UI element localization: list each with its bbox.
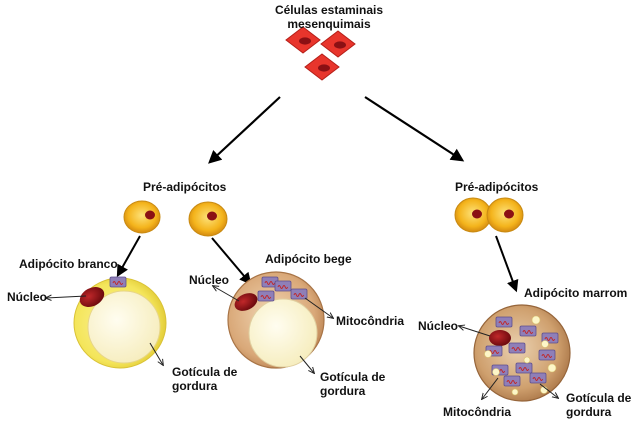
right-preadipocytes-label: Pré-adipócitos: [455, 180, 539, 194]
beige-droplet-label: Gotícula de gordura: [320, 370, 386, 398]
white-adipocyte-label: Adipócito branco: [19, 257, 118, 271]
mitochondrion: [519, 325, 537, 337]
white-droplet-label: Gotícula de gordura: [172, 365, 238, 393]
arrow-to-left-preadipocytes: [208, 96, 281, 164]
right-preadipocytes: [454, 197, 524, 233]
mitochondrion: [109, 276, 127, 288]
mitochondrion: [257, 290, 275, 302]
left-preadipocytes: [123, 200, 228, 237]
mitochondrion: [529, 372, 547, 384]
brown-nucleus-label: Núcleo: [418, 319, 459, 333]
mitochondrion: [508, 342, 526, 354]
mitochondrion: [495, 316, 513, 328]
arrow-to-white-adipocyte: [116, 235, 141, 278]
mitochondrion: [290, 288, 308, 300]
beige-adipocyte-label: Adipócito bege: [265, 252, 352, 266]
white-nucleus-label: Núcleo: [7, 290, 48, 304]
arrow-to-beige-adipocyte: [211, 237, 252, 285]
mitochondrion: [515, 362, 533, 374]
stem-cells-title: Células estaminais mesenquimais: [274, 3, 384, 31]
white-adipocyte: [73, 276, 167, 369]
stem-cell: [304, 53, 340, 81]
pointer-lines: [46, 286, 558, 399]
stem-cell: [320, 30, 356, 58]
arrow-to-brown-adipocyte: [495, 235, 519, 293]
beige-mitochondria-label: Mitocôndria: [336, 314, 404, 328]
mitochondrion: [503, 375, 521, 387]
mesenchymal-stem-cells: [285, 26, 356, 81]
brown-adipocyte: [473, 304, 571, 402]
beige-adipocyte: [227, 271, 325, 369]
brown-droplet-label: Gotícula de gordura: [566, 391, 632, 419]
arrow-to-right-preadipocytes: [364, 96, 465, 162]
mitochondrion: [274, 280, 292, 292]
brown-adipocyte-label: Adipócito marrom: [524, 286, 628, 300]
mitochondrion: [538, 349, 556, 361]
beige-nucleus-label: Núcleo: [189, 273, 230, 287]
left-preadipocytes-label: Pré-adipócitos: [143, 180, 227, 194]
brown-mitochondria-label: Mitocôndria: [443, 405, 511, 419]
